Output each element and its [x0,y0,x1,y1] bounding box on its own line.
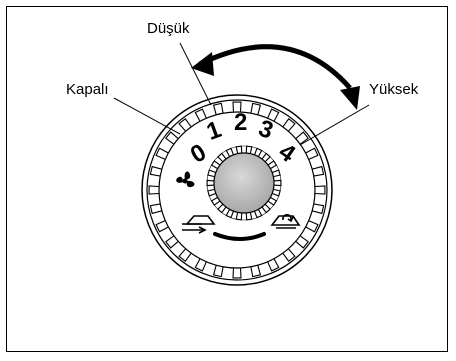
bezel-tooth [165,235,179,249]
bezel-tooth [282,248,296,262]
direction-arc-arrow-icon [191,44,360,110]
bezel-tooth [194,108,207,122]
fan-icon [176,171,195,188]
indicator-arc [213,232,266,241]
bezel-tooth [314,185,326,195]
bezel-tooth [250,102,262,115]
bezel-tooth [232,267,242,279]
bezel-tooth [312,165,325,177]
bezel-tooth [295,131,309,145]
speed-label-2: 2 [234,109,247,136]
bezel-tooth [155,220,169,233]
bezel-tooth [250,265,262,278]
leader-lines [113,42,370,146]
fresh-air-icon [182,215,216,234]
recirculation-icon [270,213,301,229]
bezel-tooth [149,165,162,177]
bezel-tooth [295,235,309,249]
bezel-tooth [305,147,319,160]
knob-rim [206,145,282,221]
callout-low: Düşük [147,20,190,37]
bezel-tooth [232,101,242,113]
callout-off: Kapalı [66,81,109,98]
bezel-tooth [267,258,280,272]
bezel-tooth [267,108,280,122]
bezel-tooth [148,185,160,195]
bezel-tooth [212,265,224,278]
bezel-tooth [212,102,224,115]
bezel-tooth [194,258,207,272]
bezel-tooth [149,203,162,215]
bezel-tooth [312,203,325,215]
bezel-tooth [178,248,192,262]
bezel-tooth [305,220,319,233]
bezel-tooth [165,131,179,145]
bezel-tooth [178,118,192,132]
rotary-knob[interactable] [206,145,282,221]
bezel-tooth [282,118,296,132]
bezel-tooth [155,147,169,160]
callout-high: Yüksek [369,81,419,98]
